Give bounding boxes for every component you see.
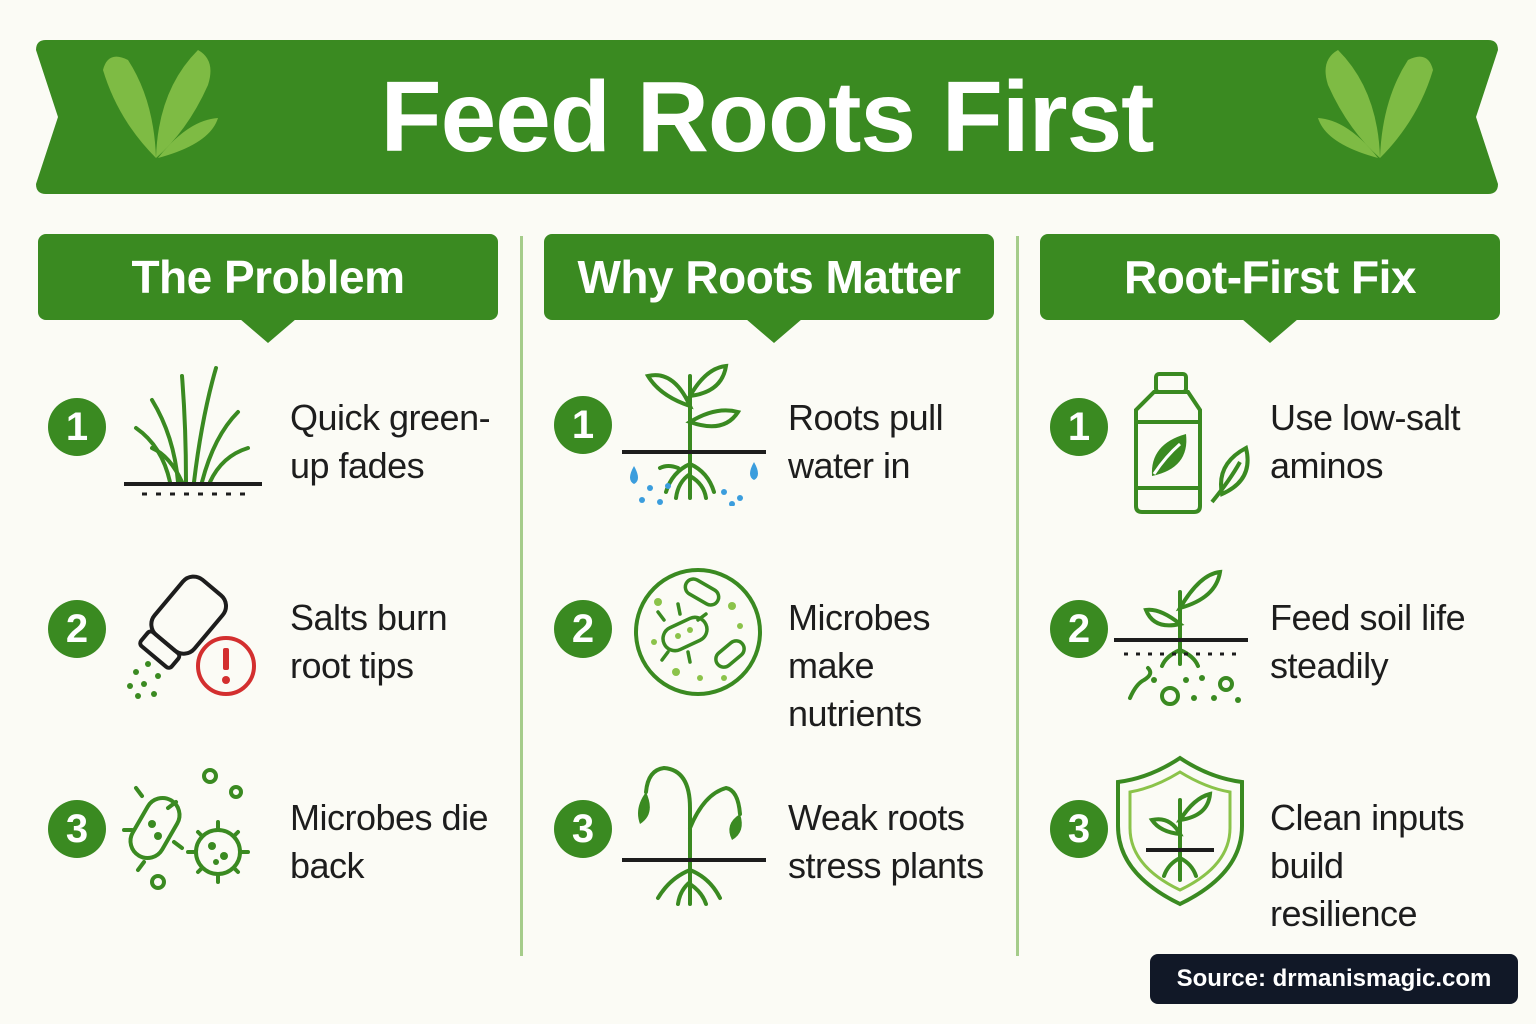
- column-root-first-fix: Root-First Fix 1 Use low-salt aminos 2: [1040, 234, 1500, 974]
- column-heading: Why Roots Matter: [544, 234, 994, 320]
- item-text: Feed soil life steadily: [1270, 597, 1466, 686]
- list-item: 1 Quick green-up fades: [38, 354, 498, 504]
- column-divider: [1016, 236, 1019, 956]
- column-why-roots-matter: Why Roots Matter 1 Roots pull water in 2: [544, 234, 1004, 974]
- step-number-badge: 1: [1050, 398, 1108, 456]
- dying-microbes-icon: [122, 768, 250, 890]
- list-item: 1 Roots pull water in: [544, 354, 1004, 506]
- list-item: 2 Salts burn root tips: [38, 554, 498, 704]
- column-the-problem: The Problem 1 Quick green-up fades 2: [38, 234, 498, 974]
- page-title: Feed Roots First: [380, 60, 1155, 173]
- list-item: 1 Use low-salt aminos: [1040, 354, 1500, 514]
- item-text: Salts burn root tips: [290, 597, 448, 686]
- item-text: Use low-salt aminos: [1270, 397, 1461, 486]
- item-text: Microbes die back: [290, 797, 489, 886]
- shield-plant-icon: [1116, 755, 1244, 907]
- title-banner: Feed Roots First: [36, 40, 1498, 194]
- banner-ribbon: [36, 40, 1498, 194]
- step-number-badge: 3: [554, 800, 612, 858]
- item-text: Clean inputs build resilience: [1270, 797, 1465, 934]
- bottle-leaf-icon: [1134, 372, 1250, 514]
- wilting-plant-icon: [622, 765, 766, 906]
- heading-pointer: [746, 319, 802, 343]
- grass-icon: [124, 366, 262, 496]
- seedling-roots-water-icon: [622, 363, 766, 506]
- step-number-badge: 3: [1050, 800, 1108, 858]
- step-number-badge: 1: [48, 398, 106, 456]
- item-text: Quick green-up fades: [290, 397, 491, 486]
- step-number-badge: 2: [1050, 600, 1108, 658]
- list-item: 3 Clean inputs build resilience: [1040, 754, 1500, 934]
- heading-pointer: [1242, 319, 1298, 343]
- list-item: 3 Microbes die back: [38, 754, 498, 904]
- column-divider: [520, 236, 523, 956]
- heading-pointer: [240, 319, 296, 343]
- sprout-soil-life-icon: [1114, 569, 1248, 706]
- step-number-badge: 2: [554, 600, 612, 658]
- column-heading: Root-First Fix: [1040, 234, 1500, 320]
- source-badge: Source: drmanismagic.com: [1150, 954, 1518, 1004]
- step-number-badge: 1: [554, 396, 612, 454]
- list-item: 2 Feed soil life steadily: [1040, 554, 1500, 706]
- item-text: Microbes make nutrients: [788, 597, 931, 734]
- column-heading: The Problem: [38, 234, 498, 320]
- salt-shaker-warning-icon: [127, 574, 256, 699]
- microbe-dish-icon: [634, 568, 762, 696]
- list-item: 2 Microbes make nutrients: [544, 554, 1004, 734]
- leaf-decoration-left-icon: [103, 50, 218, 158]
- leaf-decoration-right-icon: [1318, 50, 1433, 158]
- item-text: Weak roots stress plants: [788, 797, 984, 886]
- list-item: 3 Weak roots stress plants: [544, 754, 1004, 906]
- step-number-badge: 3: [48, 800, 106, 858]
- step-number-badge: 2: [48, 600, 106, 658]
- item-text: Roots pull water in: [788, 397, 944, 486]
